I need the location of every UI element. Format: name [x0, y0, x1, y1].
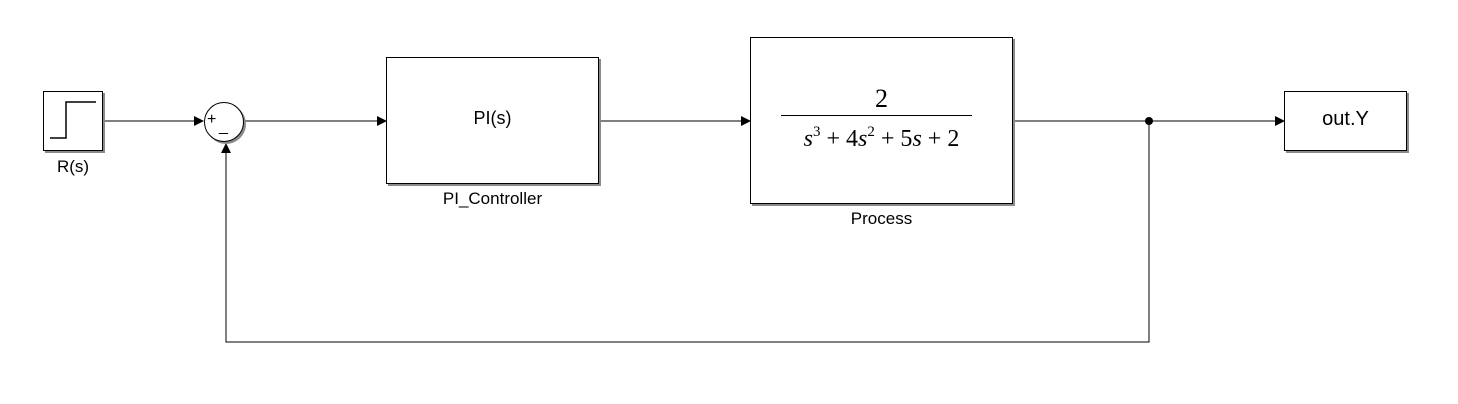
pi-controller-text: PI(s): [473, 108, 512, 128]
pi-controller-caption: PI_Controller: [442, 189, 543, 208]
process-numerator: 2: [875, 84, 888, 113]
line-feedback[interactable]: [221, 121, 1150, 343]
step-source-block[interactable]: [43, 91, 103, 151]
output-text: out.Y: [1322, 108, 1369, 130]
sum-minus-sign: _: [219, 118, 228, 135]
process-caption: Process: [850, 209, 913, 228]
pi-controller-block[interactable]: PI(s): [386, 57, 599, 184]
sum-plus-sign: +: [207, 111, 217, 128]
process-block[interactable]: 2 s3 + 4s2 + 5s + 2: [750, 37, 1013, 204]
sum-block[interactable]: [204, 102, 244, 142]
step-icon: [50, 101, 96, 139]
output-block[interactable]: out.Y: [1284, 91, 1407, 151]
fraction-bar: [781, 115, 972, 116]
step-source-label: R(s): [56, 157, 90, 176]
process-denominator: s3 + 4s2 + 5s + 2: [803, 124, 960, 152]
